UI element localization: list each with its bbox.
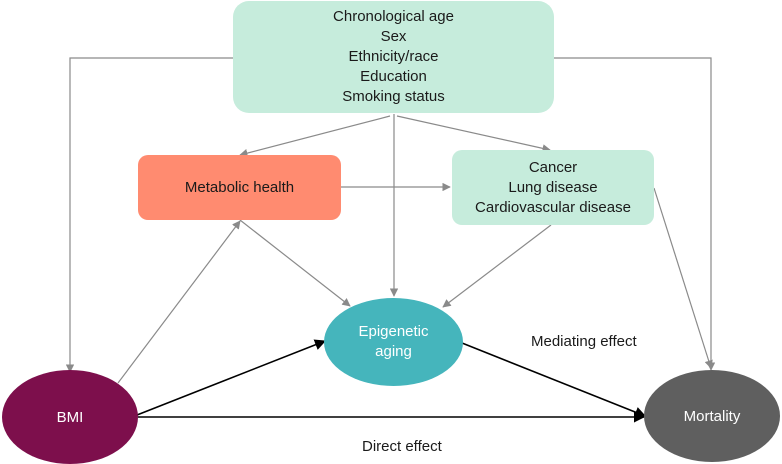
arrow-diseases-to-mortality — [653, 187, 713, 369]
metabolic-health-label: Metabolic health — [184, 179, 295, 196]
arrow-diseases-to-epigenetic-aging — [442, 224, 552, 308]
disease-cardiovascular: Cardiovascular disease — [475, 198, 631, 216]
arrow-confounders-to-bmi — [65, 57, 233, 373]
arrow-confounders-to-metabolic-health — [239, 115, 391, 158]
arrow-bmi-to-epigenetic-aging — [136, 339, 327, 416]
mortality-node: Mortality — [644, 370, 780, 462]
arrow-epigenetic-aging-to-mortality — [461, 342, 647, 418]
epigenetic-aging-node: Epigenetic aging — [324, 298, 463, 386]
confounder-smoking-status: Smoking status — [342, 88, 445, 105]
confounders-box: Chronological age Sex Ethnicity/race Edu… — [233, 1, 554, 113]
confounder-ethnicity-race: Ethnicity/race — [348, 48, 439, 65]
metabolic-health-box: Metabolic health — [138, 155, 341, 220]
bmi-node: BMI — [2, 370, 138, 464]
disease-cancer: Cancer — [528, 158, 578, 176]
arrow-bmi-to-metabolic-health — [117, 220, 241, 384]
confounder-sex: Sex — [380, 28, 407, 45]
epigenetic-aging-label-line1: Epigenetic — [358, 323, 429, 340]
epigenetic-aging-label-line2: aging — [375, 343, 412, 360]
bmi-label: BMI — [56, 408, 84, 426]
confounder-chronological-age: Chronological age — [333, 8, 454, 25]
arrow-confounders-to-diseases — [396, 115, 551, 153]
mediating-effect-label: Mediating effect — [531, 333, 637, 350]
confounder-education: Education — [360, 68, 427, 85]
disease-lung: Lung disease — [508, 178, 598, 196]
diseases-box: Cancer Lung disease Cardiovascular disea… — [452, 150, 654, 225]
mortality-label: Mortality — [683, 407, 741, 425]
direct-effect-label: Direct effect — [362, 438, 442, 455]
arrow-metabolic-health-to-epigenetic-aging — [239, 219, 351, 307]
arrow-confounders-to-mortality — [554, 57, 716, 371]
